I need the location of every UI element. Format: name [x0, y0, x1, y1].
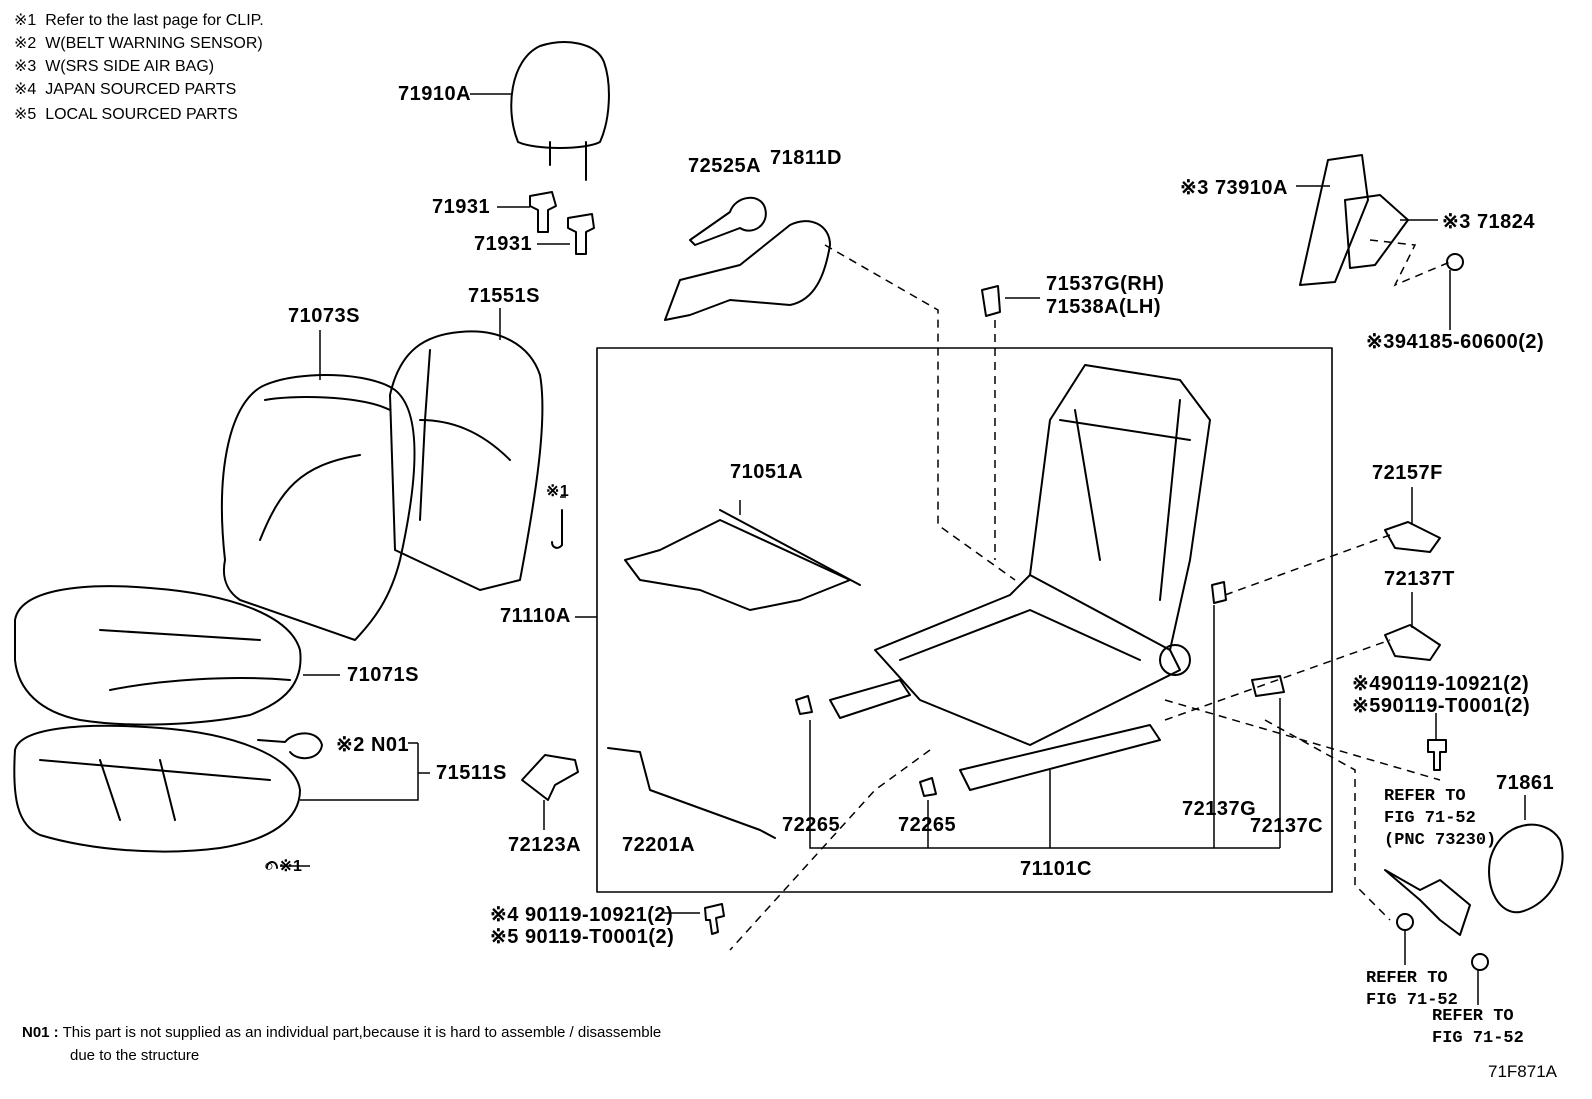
- seat-spring-drawing: [624, 519, 851, 611]
- figure-code: 71F871A: [1488, 1062, 1557, 1081]
- cover-72137T-drawing: [1384, 624, 1441, 661]
- part-label-71073S[interactable]: 71073S: [288, 305, 360, 327]
- part-label-71811D[interactable]: 71811D: [770, 147, 842, 169]
- part-label-94185-60600[interactable]: ※394185-60600(2): [1366, 331, 1545, 353]
- footnote-line-2: due to the structure: [70, 1047, 200, 1064]
- legend-note-1: ※1 Refer to the last page for CLIP.: [14, 12, 264, 29]
- part-label-71511S[interactable]: 71511S: [436, 762, 507, 784]
- headrest-support-upper-drawing: [529, 191, 557, 233]
- part-label-72201A[interactable]: 72201A: [622, 834, 696, 856]
- part-label-71538A[interactable]: 71538A(LH): [1046, 296, 1162, 318]
- clip-71537G-drawing: [981, 285, 1001, 317]
- cover-72123A-drawing: [521, 754, 579, 801]
- bolt-drawing: [1427, 739, 1447, 771]
- clip-72137G-drawing: [1211, 581, 1227, 604]
- cover-71861-drawing: [1488, 823, 1564, 914]
- part-label-71051A[interactable]: 71051A: [730, 461, 804, 483]
- recliner-lever-drawing: [689, 197, 767, 246]
- headrest-drawing: [510, 41, 610, 149]
- frame-assembly-box: [596, 347, 1333, 893]
- clip-drawing: [551, 509, 563, 549]
- seatback-cover-drawing: [220, 374, 416, 641]
- part-label-71910A[interactable]: 71910A: [398, 83, 472, 105]
- seat-cushion-pad-drawing: [13, 724, 301, 853]
- part-label-71931-upper[interactable]: 71931: [432, 196, 491, 218]
- clip-72137C-drawing: [1251, 675, 1285, 697]
- clip-reference-mark: ※1: [546, 483, 570, 500]
- part-label-71101C[interactable]: 71101C: [1020, 858, 1092, 880]
- part-label-72137C[interactable]: 72137C: [1250, 815, 1324, 837]
- cover-72157F-drawing: [1384, 521, 1441, 553]
- belt-buckle-drawing: [1384, 869, 1471, 936]
- part-label-71551S[interactable]: 71551S: [468, 285, 540, 307]
- part-label-90119-10921-bottom[interactable]: ※4 90119-10921(2): [490, 904, 674, 926]
- part-label-72137G[interactable]: 72137G: [1182, 798, 1257, 820]
- part-label-71861[interactable]: 71861: [1496, 772, 1555, 794]
- seatback-pad-drawing: [389, 330, 544, 591]
- part-label-72157F[interactable]: 72157F: [1372, 462, 1443, 484]
- footnote-line-1: N01 : This part is not supplied as an in…: [22, 1024, 662, 1041]
- seat-cushion-cover-drawing: [14, 585, 302, 726]
- side-airbag-drawing: [1299, 154, 1369, 286]
- bolt-bottom-drawing: [704, 903, 725, 935]
- part-label-90119-10921-right[interactable]: ※490119-10921(2): [1352, 673, 1530, 695]
- refer-to-fig-71-52-b[interactable]: REFER TO FIG 71-52: [1432, 1007, 1524, 1048]
- part-label-90119-T0001-bottom[interactable]: ※5 90119-T0001(2): [490, 926, 675, 948]
- belt-warning-sensor-drawing: [257, 732, 323, 760]
- part-label-90119-T0001-right[interactable]: ※590119-T0001(2): [1352, 695, 1531, 717]
- part-label-71931-lower[interactable]: 71931: [474, 233, 533, 255]
- part-label-72137T[interactable]: 72137T: [1384, 568, 1455, 590]
- part-label-73910A[interactable]: ※3 73910A: [1180, 177, 1288, 199]
- part-label-71071S[interactable]: 71071S: [347, 664, 419, 686]
- recliner-cover-drawing: [664, 220, 831, 321]
- part-label-72265-left[interactable]: 72265: [782, 814, 841, 836]
- headrest-support-lower-drawing: [567, 213, 595, 255]
- part-label-72123A[interactable]: 72123A: [508, 834, 582, 856]
- legend-note-3: ※3 W(SRS SIDE AIR BAG): [14, 58, 215, 75]
- legend-note-2: ※2 W(BELT WARNING SENSOR): [14, 35, 263, 52]
- part-label-72265-right[interactable]: 72265: [898, 814, 957, 836]
- part-label-71824[interactable]: ※3 71824: [1442, 211, 1536, 233]
- clip-72265-right-drawing: [919, 777, 937, 797]
- legend-note-5: ※5 LOCAL SOURCED PARTS: [14, 106, 238, 123]
- refer-to-fig-pnc-73230[interactable]: REFER TO FIG 71-52 (PNC 73230): [1384, 787, 1497, 850]
- clip-72265-left-drawing: [795, 695, 813, 715]
- part-label-72525A[interactable]: 72525A: [688, 155, 762, 177]
- part-label-N01[interactable]: ※2 N01: [336, 734, 410, 756]
- part-label-71110A[interactable]: 71110A: [500, 605, 571, 627]
- seat-frame-drawing: [874, 364, 1211, 746]
- clip-reference-mark-2: ○ ※1: [264, 858, 303, 875]
- refer-to-fig-71-52-a[interactable]: REFER TO FIG 71-52: [1366, 969, 1458, 1010]
- legend-note-4: ※4 JAPAN SOURCED PARTS: [14, 81, 237, 98]
- wire-drawing: [607, 747, 776, 839]
- part-label-71537G[interactable]: 71537G(RH): [1046, 273, 1165, 295]
- seat-rail-drawing: [829, 679, 911, 719]
